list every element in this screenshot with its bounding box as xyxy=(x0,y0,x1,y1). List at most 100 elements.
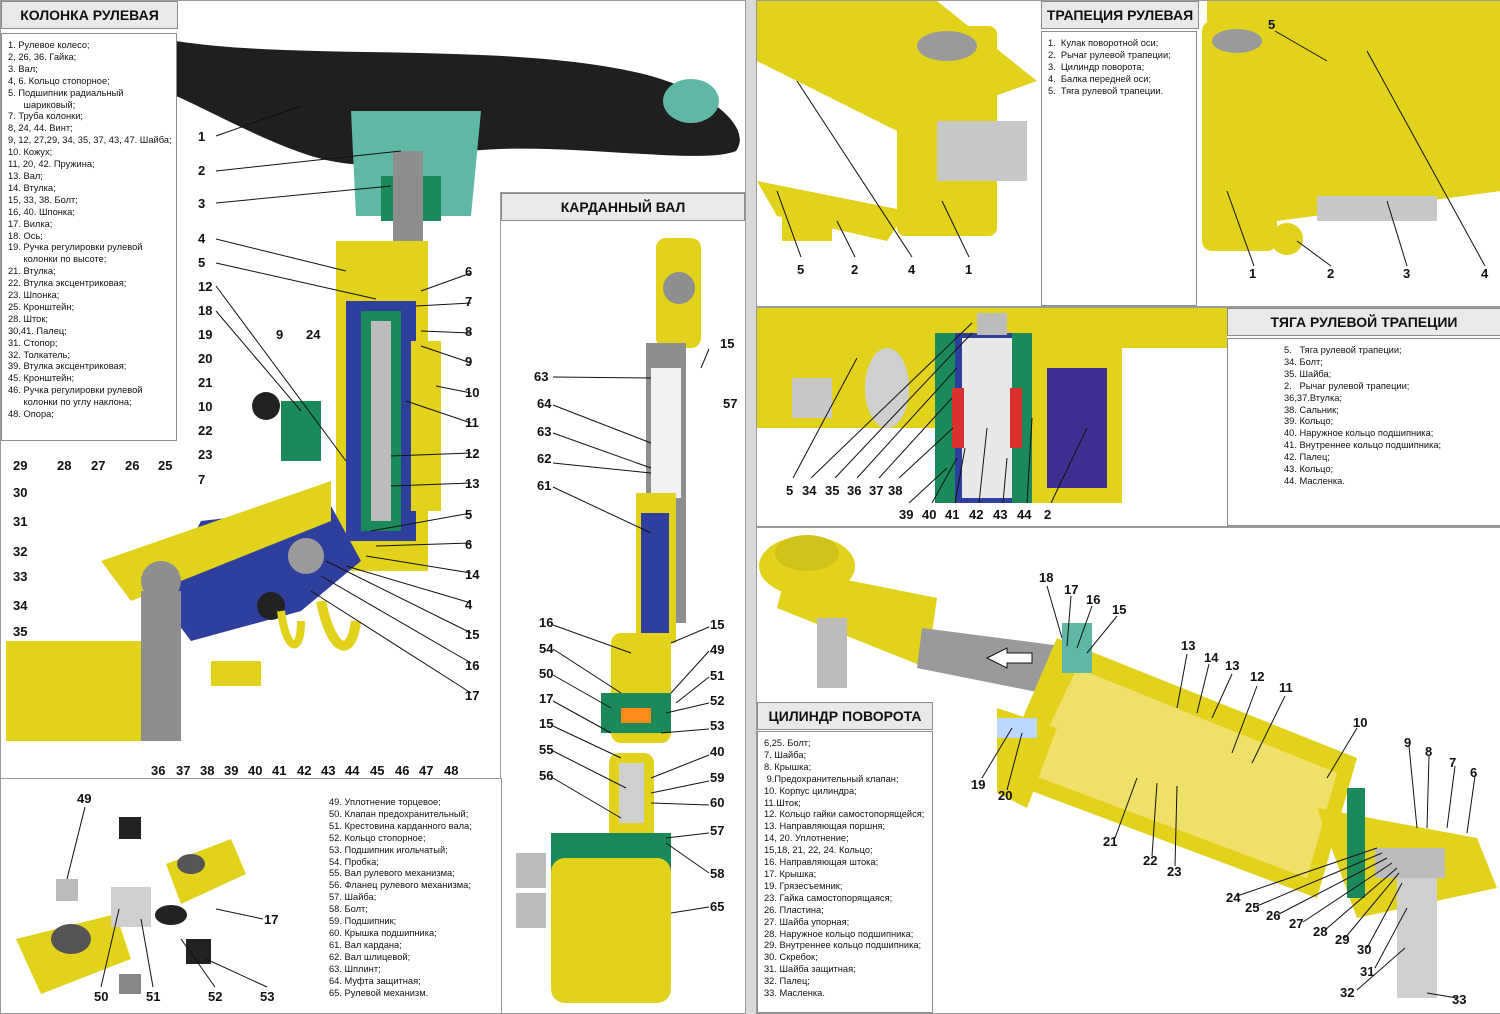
legend-item: 4. Балка передней оси; xyxy=(1048,73,1152,84)
callout: 55 xyxy=(539,742,554,757)
panel-trapezoid: ТРАПЕЦИЯ РУЛЕВАЯ 1. Кулак поворотной оси… xyxy=(756,0,1500,307)
callout: 34 xyxy=(13,598,28,613)
callout: 32 xyxy=(1340,985,1355,1000)
callout: 18 xyxy=(1039,570,1054,585)
legend-item: 43. Кольцо; xyxy=(1284,464,1334,475)
legend-item: 40. Наружное кольцо подшипника; xyxy=(1284,428,1434,439)
callout: 28 xyxy=(57,458,72,473)
callout: 24 xyxy=(1226,890,1241,905)
callout: 29 xyxy=(1335,932,1350,947)
callout: 18 xyxy=(198,303,213,318)
callout: 57 xyxy=(710,823,725,838)
legend-item: 1. Кулак поворотной оси; xyxy=(1048,38,1159,48)
callout: 30 xyxy=(1357,942,1372,957)
trapezoid-title: ТРАПЕЦИЯ РУЛЕВАЯ xyxy=(1041,1,1199,29)
legend-item: 5. Подшипник радиальный xyxy=(8,87,124,98)
legend-item: 55. Вал рулевого механизма; xyxy=(329,868,455,879)
callout: 7 xyxy=(198,472,206,487)
legend-item: 16. Направляющая штока; xyxy=(764,857,879,868)
callout: 43 xyxy=(993,507,1008,522)
legend-item: 30. Скребок; xyxy=(764,952,818,963)
legend-item: 23. Гайка самостопорящаяся; xyxy=(764,892,893,903)
callout: 25 xyxy=(1245,900,1260,915)
steering-column-illustration xyxy=(6,41,740,741)
callout: 4 xyxy=(198,231,206,246)
legend-item: 14. Втулка; xyxy=(8,182,56,193)
callout: 26 xyxy=(1266,908,1281,923)
legend-item: шариковый; xyxy=(8,99,76,110)
callout: 35 xyxy=(13,624,28,639)
tie-rod-illustration xyxy=(757,308,1227,504)
callout: 5 xyxy=(465,507,473,522)
tie-rod-title: ТЯГА РУЛЕВОЙ ТРАПЕЦИИ xyxy=(1227,308,1500,336)
legend-item: 60. Крышка подшипника; xyxy=(329,927,437,938)
legend-item: 32. Толкатель; xyxy=(8,349,70,360)
callout: 56 xyxy=(539,768,554,783)
legend-item: 9, 12, 27,29, 34, 35, 37, 43, 47. Шайба; xyxy=(8,135,172,146)
callout: 11 xyxy=(1279,680,1293,695)
callout: 36 xyxy=(847,483,862,498)
callout: 65 xyxy=(710,899,725,914)
legend-item: 61. Вал кардана; xyxy=(329,939,402,950)
callout: 50 xyxy=(94,989,109,1004)
callout: 52 xyxy=(208,989,223,1004)
callout: 57 xyxy=(723,396,738,411)
legend-item: 11, 20, 42. Пружина; xyxy=(8,159,95,170)
callout: 15 xyxy=(1112,602,1127,617)
callout: 9 xyxy=(465,354,473,369)
callout: 31 xyxy=(13,514,28,529)
legend-item: 25. Кронштейн; xyxy=(8,301,75,312)
callout: 19 xyxy=(971,777,986,792)
callout: 8 xyxy=(465,324,473,339)
callout: 22 xyxy=(1143,853,1158,868)
legend-item: 6,25. Болт; xyxy=(764,738,811,748)
legend-item: 41. Внутреннее кольцо подшипника; xyxy=(1284,440,1442,451)
callout: 12 xyxy=(198,279,213,294)
legend-item: 10. Корпус цилиндра; xyxy=(764,785,857,796)
callout: 7 xyxy=(1449,755,1457,770)
callout: 43 xyxy=(321,763,336,778)
panel-cardan-shaft: КАРДАННЫЙ ВАЛ 63 64 63 62 61 16 54 50 17… xyxy=(500,192,746,1014)
tie-rod-legend: 5. Тяга рулевой трапеции; 34. Болт; 35. … xyxy=(1227,338,1500,526)
legend-item: 23. Шпонка; xyxy=(8,290,60,301)
callout: 7 xyxy=(465,294,473,309)
legend-item: 34. Болт; xyxy=(1284,356,1323,367)
legend-item: 35. Шайба; xyxy=(1284,368,1332,379)
callout: 49 xyxy=(710,642,725,657)
legend-item: 65. Рулевой механизм. xyxy=(329,987,429,998)
trapezoid-legend: 1. Кулак поворотной оси; 2. Рычаг рулево… xyxy=(1041,31,1197,306)
callout: 3 xyxy=(198,196,206,211)
callout: 39 xyxy=(224,763,239,778)
callout: 38 xyxy=(888,483,903,498)
callout: 2 xyxy=(1327,266,1335,281)
callout: 1 xyxy=(1249,266,1257,281)
legend-item: 17. Крышка; xyxy=(764,868,817,879)
legend-item: 10. Кожух; xyxy=(8,147,53,158)
legend-item: 18. Ось; xyxy=(8,230,43,241)
callout: 23 xyxy=(1167,864,1182,879)
callout: 13 xyxy=(1181,638,1196,653)
callout: 6 xyxy=(1470,765,1478,780)
callout: 53 xyxy=(710,718,725,733)
callout: 6 xyxy=(465,264,473,279)
callout: 23 xyxy=(198,447,213,462)
legend-item: 44. Масленка. xyxy=(1284,475,1345,486)
callout: 34 xyxy=(802,483,817,498)
legend-item: 45. Кронштейн; xyxy=(8,373,75,384)
legend-item: 58. Болт; xyxy=(329,904,368,915)
callout: 14 xyxy=(465,567,480,582)
callout: 41 xyxy=(272,763,287,778)
callout: 49 xyxy=(77,791,92,806)
callout: 5 xyxy=(786,483,794,498)
legend-item: 19. Ручка регулировки рулевой xyxy=(8,242,143,253)
legend-item: 28. Наружное кольцо подшипника; xyxy=(764,928,914,939)
callout: 17 xyxy=(539,691,554,706)
callout: 11 xyxy=(465,415,479,430)
legend-item: 32. Палец; xyxy=(764,976,810,987)
callout: 40 xyxy=(922,507,937,522)
callout: 42 xyxy=(969,507,984,522)
legend-item: 62. Вал шлицевой; xyxy=(329,951,411,962)
legend-item: 64. Муфта защитная; xyxy=(329,975,421,986)
legend-item: 36,37.Втулка; xyxy=(1284,392,1342,403)
callout: 31 xyxy=(1360,964,1375,979)
